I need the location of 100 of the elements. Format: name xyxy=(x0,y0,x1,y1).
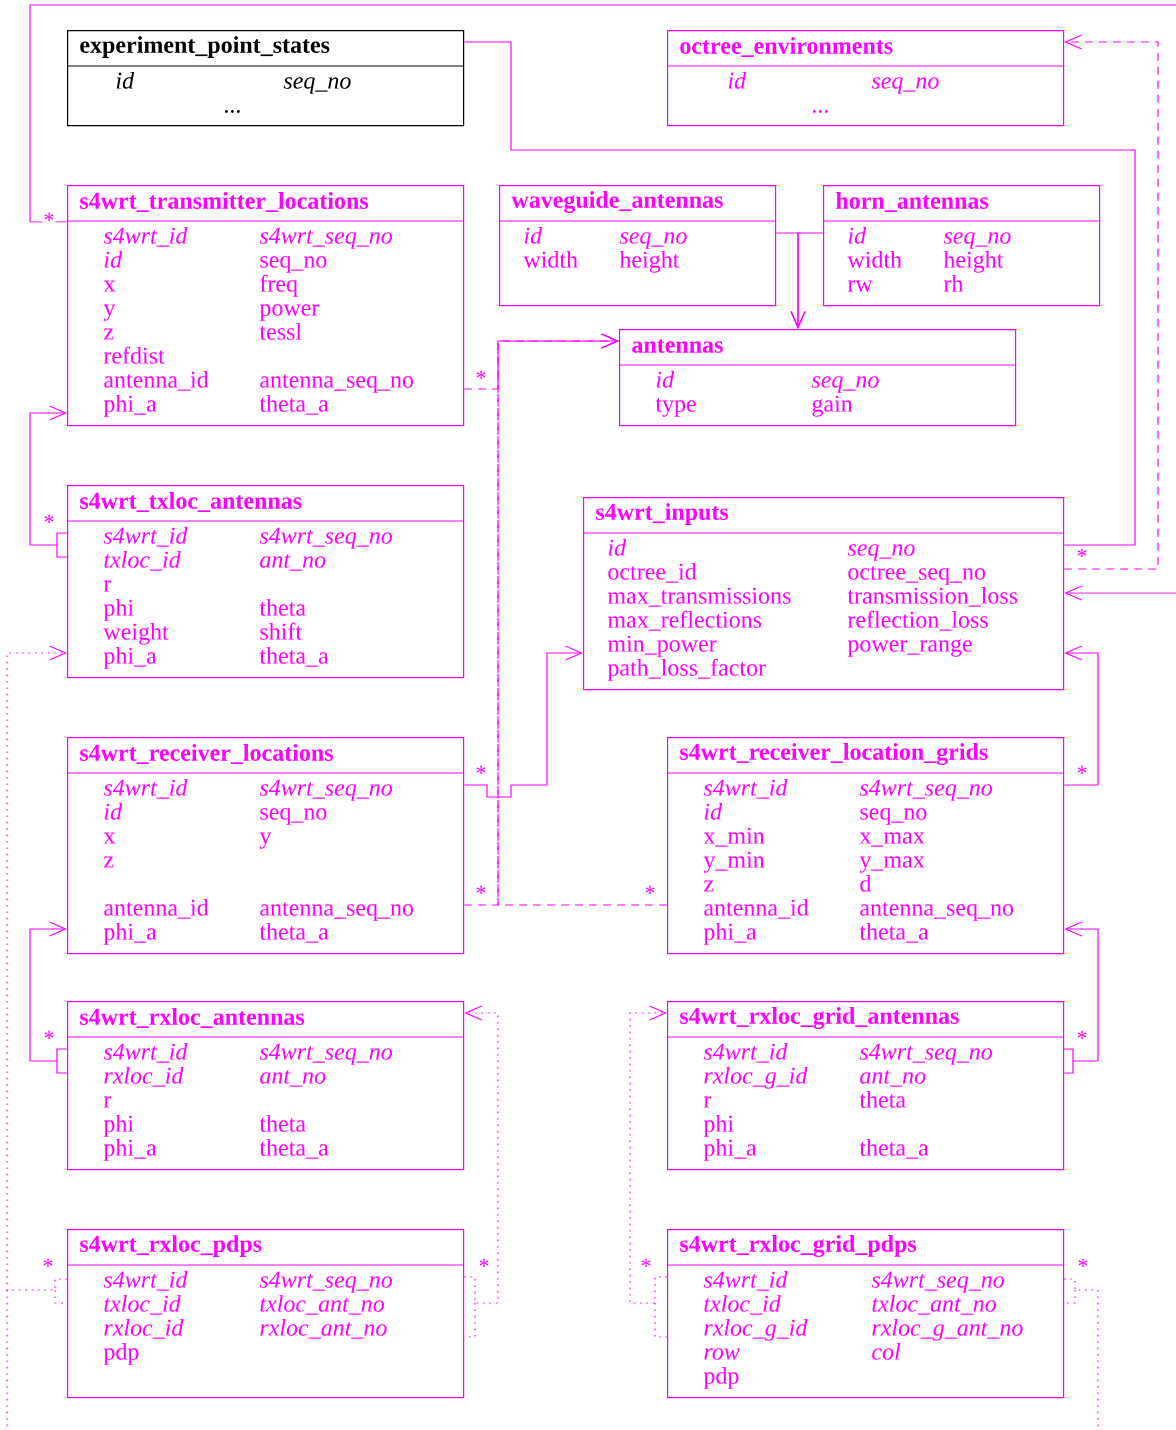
field-name: shift xyxy=(260,622,302,640)
field-name: s4wrt_id xyxy=(703,778,788,799)
field-name: txloc_id xyxy=(104,1294,181,1315)
field-name: col xyxy=(872,1342,901,1360)
table-box xyxy=(666,1001,1065,1171)
table-title: horn_antennas xyxy=(836,192,989,212)
field-name: s4wrt_seq_no xyxy=(259,1271,393,1293)
field-name: ant_no xyxy=(860,1070,926,1087)
field-name: s4wrt_id xyxy=(103,1270,188,1291)
field-name: seq_no xyxy=(260,256,327,273)
table-title: antennas xyxy=(632,339,723,353)
arrow xyxy=(462,1005,499,1338)
field-name: height xyxy=(619,250,680,273)
field-name: rxloc_g_ant_no xyxy=(872,1318,1023,1341)
field-name: phi xyxy=(703,1114,734,1137)
field-name: y xyxy=(103,304,116,321)
arrow xyxy=(1063,34,1159,570)
field-name: y_min xyxy=(703,851,765,873)
field-name: txloc_id xyxy=(704,1294,781,1315)
table-title: octree_environments xyxy=(680,37,893,57)
field-name: power_range xyxy=(847,639,972,657)
field-name: s4wrt_seq_no xyxy=(859,779,993,801)
arrow xyxy=(463,645,583,798)
multiplicity-label: * xyxy=(477,1257,491,1275)
arrow xyxy=(29,405,68,558)
field-name: min_power xyxy=(607,635,717,657)
field-name: s4wrt_id xyxy=(103,226,188,247)
field-name: rxloc_ant_no xyxy=(260,1318,387,1339)
field-name: z xyxy=(704,880,714,892)
arrow xyxy=(1062,921,1099,1074)
field-name: gain xyxy=(812,395,853,417)
field-name: rxloc_g_id xyxy=(704,1066,808,1089)
field-name: tessl xyxy=(259,322,302,340)
multiplicity-label: * xyxy=(1075,547,1089,565)
field-name: s4wrt_id xyxy=(703,1270,788,1291)
field-name: theta xyxy=(859,1090,906,1108)
field-name: seq_no xyxy=(943,232,1011,249)
field-name: x_max xyxy=(859,832,925,847)
table-box xyxy=(666,30,1065,127)
field-name: z xyxy=(104,328,114,340)
field-name: txloc_id xyxy=(104,550,181,571)
connector-line xyxy=(29,4,1176,223)
field-name: x xyxy=(103,832,116,844)
table-title: s4wrt_receiver_locations xyxy=(80,744,333,764)
arrow xyxy=(6,645,68,1429)
field-name: ant_no xyxy=(260,554,326,571)
table-title: s4wrt_rxloc_grid_antennas xyxy=(680,1007,959,1029)
field-name: theta_a xyxy=(259,394,329,415)
arrow xyxy=(29,921,68,1074)
arrow xyxy=(497,333,668,906)
field-name: txloc_ant_no xyxy=(260,1294,384,1315)
field-name: theta_a xyxy=(859,1138,929,1159)
field-name: s4wrt_seq_no xyxy=(259,227,393,249)
table-box xyxy=(498,185,777,307)
table-title: s4wrt_transmitter_locations xyxy=(80,192,369,212)
field-name: power xyxy=(259,304,320,321)
field-name: d xyxy=(860,874,872,892)
field-name: seq_no xyxy=(847,544,915,561)
field-name: pdp xyxy=(103,1342,139,1365)
field-name: phi_a xyxy=(703,1138,757,1161)
field-name: seq_no xyxy=(619,232,687,249)
field-name: theta_a xyxy=(259,646,329,667)
field-name: antenna_id xyxy=(704,898,809,919)
field-name: max_transmissions xyxy=(607,587,791,607)
multiplicity-label: * xyxy=(1075,764,1089,782)
field-name: weight xyxy=(103,622,169,645)
field-name: phi_a xyxy=(703,922,757,945)
table-box xyxy=(666,1229,1065,1399)
multiplicity-label: * xyxy=(42,513,56,531)
field-name: transmission_loss xyxy=(847,586,1018,607)
field-name: ... xyxy=(812,110,828,113)
field-name: id xyxy=(524,226,543,244)
arrow xyxy=(1064,585,1176,601)
field-name: seq_no xyxy=(283,77,351,94)
field-name: rxloc_g_id xyxy=(704,1318,808,1341)
table-title: s4wrt_rxloc_grid_pdps xyxy=(680,1235,917,1257)
field-name: width xyxy=(523,250,578,268)
field-name: seq_no xyxy=(260,808,327,825)
field-name: id xyxy=(656,370,675,388)
connector-line xyxy=(463,41,1136,546)
field-name: ant_no xyxy=(260,1070,326,1087)
field-name: txloc_ant_no xyxy=(872,1294,996,1315)
field-name: id xyxy=(104,250,123,268)
field-name: id xyxy=(104,802,123,820)
table-box xyxy=(66,30,465,127)
field-name: seq_no xyxy=(860,808,927,825)
field-name: octree_id xyxy=(608,562,697,583)
field-name: s4wrt_id xyxy=(103,778,188,799)
field-name: antenna_id xyxy=(104,898,209,919)
field-name: id xyxy=(116,71,135,89)
table-box xyxy=(666,737,1065,955)
multiplicity-label: * xyxy=(1076,1257,1090,1275)
field-name: width xyxy=(847,250,902,268)
arrow xyxy=(629,1005,668,1338)
field-name: x xyxy=(103,280,116,292)
field-name: y xyxy=(259,832,272,849)
field-name: rw xyxy=(847,280,873,292)
field-name: antenna_seq_no xyxy=(860,902,1014,921)
field-name: phi_a xyxy=(103,922,157,945)
multiplicity-label: * xyxy=(474,369,488,387)
